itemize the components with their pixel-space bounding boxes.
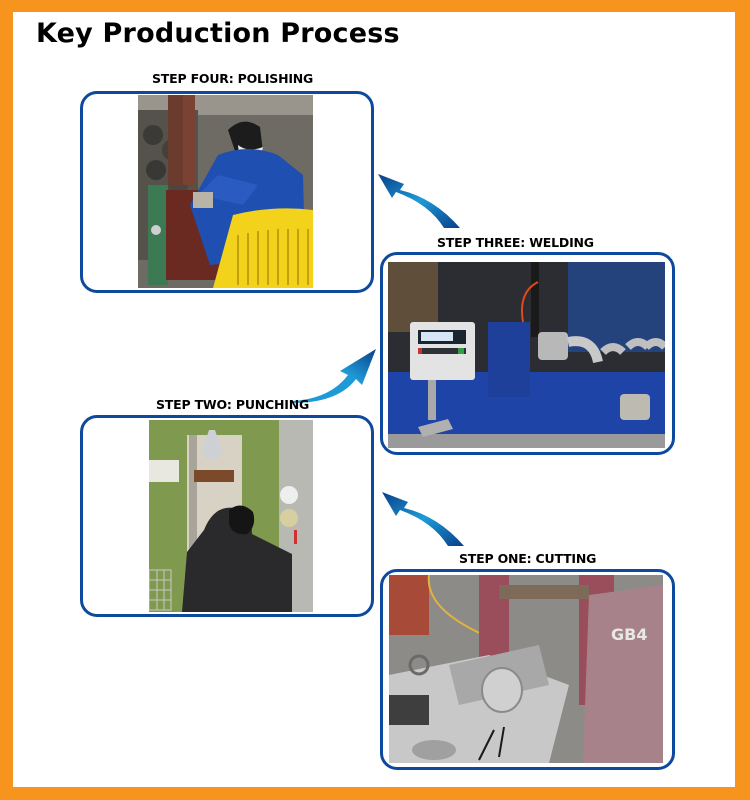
curved-arrow-icon [378, 488, 468, 548]
step-one-label: STEP ONE: CUTTING [459, 551, 597, 566]
welding-photo [388, 262, 665, 448]
polishing-photo [138, 95, 313, 288]
step-three-label: STEP THREE: WELDING [437, 235, 594, 250]
curved-arrow-icon [290, 345, 380, 405]
svg-text:GB4: GB4 [611, 625, 647, 644]
cutting-photo: GB4 [389, 575, 663, 763]
step-four-label: STEP FOUR: POLISHING [152, 71, 314, 86]
punching-photo [149, 420, 313, 612]
curved-arrow-icon [374, 170, 464, 230]
step-two-label: STEP TWO: PUNCHING [156, 397, 310, 412]
page-title: Key Production Process [36, 18, 400, 49]
